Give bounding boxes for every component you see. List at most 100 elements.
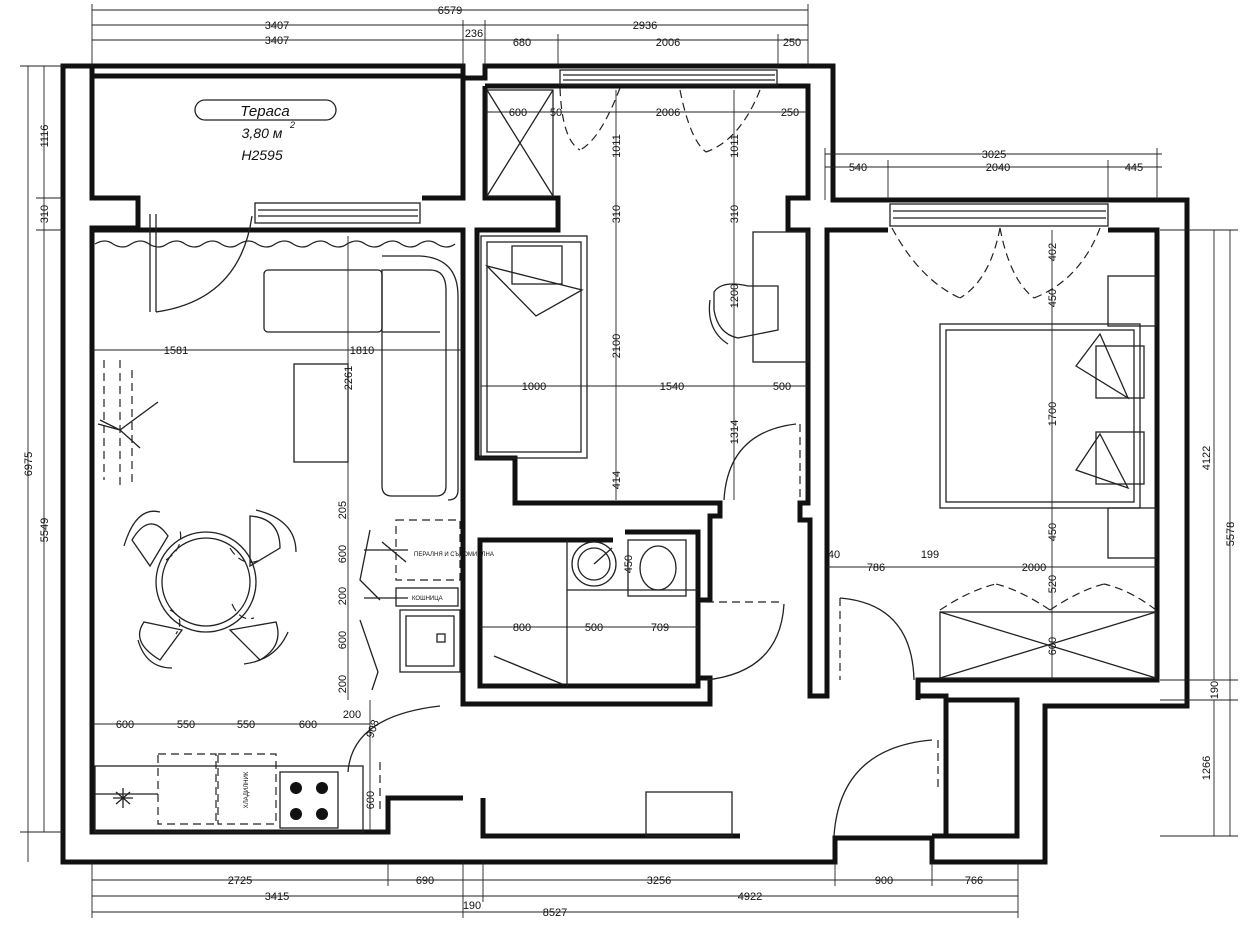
dim-b2-40: 40	[828, 549, 840, 561]
burner	[316, 782, 328, 794]
dim-b1-2100: 2100	[611, 334, 623, 358]
kitchen: ПЕРАЛНЯ И СЪДОМИЯЛНА КОШНИЦА ХЛАДИЛНИК	[94, 519, 494, 833]
dining-table	[123, 509, 297, 669]
cabinet-1	[157, 753, 217, 825]
dim-top-left-a: 3407	[265, 20, 289, 32]
dim-bottom-3256: 3256	[647, 875, 671, 887]
dim-top-left-b: 3407	[265, 35, 289, 47]
double-bed	[939, 323, 1141, 509]
wardrobe-2	[939, 611, 1157, 679]
coffee-table	[293, 363, 349, 463]
dim-bottom-766: 766	[965, 875, 983, 887]
dim-bottom-8527: 8527	[543, 907, 567, 919]
dim-b1-1540: 1540	[660, 381, 684, 393]
dim-left-1116: 1116	[39, 125, 51, 148]
dim-right-4122: 4122	[1201, 446, 1213, 470]
dim-right-190: 190	[1209, 681, 1221, 699]
dim-room-600: 600	[509, 107, 527, 119]
terrace-area: 3,80 м	[242, 125, 283, 141]
dim-b1-1011a: 1011	[611, 134, 623, 158]
burner	[316, 808, 328, 820]
dim-living-1810: 1810	[350, 345, 374, 357]
dim-living-600b: 600	[337, 631, 349, 649]
terrace-name: Тераса	[240, 103, 290, 120]
dim-left-5549: 5549	[39, 518, 51, 542]
living-room	[94, 214, 459, 669]
dim-living-1581: 1581	[164, 345, 188, 357]
bath-door-swing	[705, 603, 785, 681]
dim-bath-500: 500	[585, 622, 603, 634]
sink	[399, 609, 461, 673]
dim-bath-709: 709	[651, 622, 669, 634]
outer-walls	[60, 63, 1190, 865]
dim-left-total: 6975	[23, 452, 35, 476]
dim-top-236: 236	[465, 28, 483, 40]
terrace-area-sup: 2	[289, 120, 295, 130]
dim-room-50: 50	[550, 107, 562, 119]
dim-b2-786: 786	[867, 562, 885, 574]
dim-b2-520: 520	[1047, 575, 1059, 593]
dim-b2-2000: 2000	[1022, 562, 1046, 574]
dim-bottom-3415: 3415	[265, 891, 289, 903]
counter	[94, 765, 364, 833]
tv-stand	[97, 401, 159, 449]
entry-cabinet	[645, 791, 733, 837]
dim-kitchen-200: 200	[343, 709, 361, 721]
dim-room-250: 250	[781, 107, 799, 119]
dim-right-540: 540	[849, 162, 867, 174]
dim-left-310: 310	[39, 205, 51, 223]
dim-top-mid: 2936	[633, 20, 657, 32]
dim-top-680: 680	[513, 37, 531, 49]
dim-b2-450a: 450	[1047, 289, 1059, 307]
dim-kitchen-600c: 600	[365, 791, 377, 809]
entry-door-swing	[833, 739, 933, 837]
dim-kitchen-550a: 550	[177, 719, 195, 731]
shower-line	[493, 655, 563, 685]
dim-bottom-2725: 2725	[228, 875, 252, 887]
terrace-label: Тераса 3,80 м 2 H2595	[194, 99, 337, 163]
window-bedroom2	[889, 203, 1109, 227]
counter-icon	[113, 788, 133, 808]
dim-kitchen-600a: 600	[116, 719, 134, 731]
bathroom	[493, 539, 785, 686]
dim-top-total: 6579	[438, 5, 462, 17]
door-swing	[155, 215, 253, 313]
dim-room-2006: 2006	[656, 107, 680, 119]
dim-right-1266: 1266	[1201, 756, 1213, 780]
dim-b1-500: 500	[773, 381, 791, 393]
dim-bath-450: 450	[623, 555, 635, 573]
dim-b1-1011b: 1011	[729, 134, 741, 158]
terrace-height: H2595	[241, 147, 282, 163]
stove	[279, 771, 339, 829]
basket	[395, 587, 459, 607]
washbasin	[571, 541, 617, 587]
dim-top-2006: 2006	[656, 37, 680, 49]
basket-label: КОШНИЦА	[412, 596, 443, 602]
dim-b1-1200: 1200	[729, 284, 741, 308]
dim-kitchen-550b: 550	[237, 719, 255, 731]
dim-living-200b: 200	[337, 675, 349, 693]
dim-b1-310a: 310	[611, 205, 623, 223]
dim-living-200a: 200	[337, 587, 349, 605]
pillow	[1074, 432, 1130, 490]
kitchen-door-lines	[359, 529, 381, 691]
dim-b2-402: 402	[1047, 243, 1059, 261]
dim-b2-600: 600	[1047, 637, 1059, 655]
fridge	[217, 753, 277, 825]
windows	[254, 69, 1109, 227]
wardrobe-1	[486, 89, 554, 197]
dim-right-445: 445	[1125, 162, 1143, 174]
dim-b1-310b: 310	[729, 205, 741, 223]
dim-bottom-690: 690	[416, 875, 434, 887]
dim-top-250: 250	[783, 37, 801, 49]
dim-bottom-190: 190	[463, 900, 481, 912]
burner	[290, 808, 302, 820]
dim-right-5578: 5578	[1225, 522, 1237, 546]
dim-right-2040: 2040	[986, 162, 1010, 174]
dim-b1-1000: 1000	[522, 381, 546, 393]
dim-bottom-4922: 4922	[738, 891, 762, 903]
dim-bath-800: 800	[513, 622, 531, 634]
bedroom2-door-swing	[839, 597, 915, 681]
bedroom1-door-swing	[723, 423, 797, 501]
